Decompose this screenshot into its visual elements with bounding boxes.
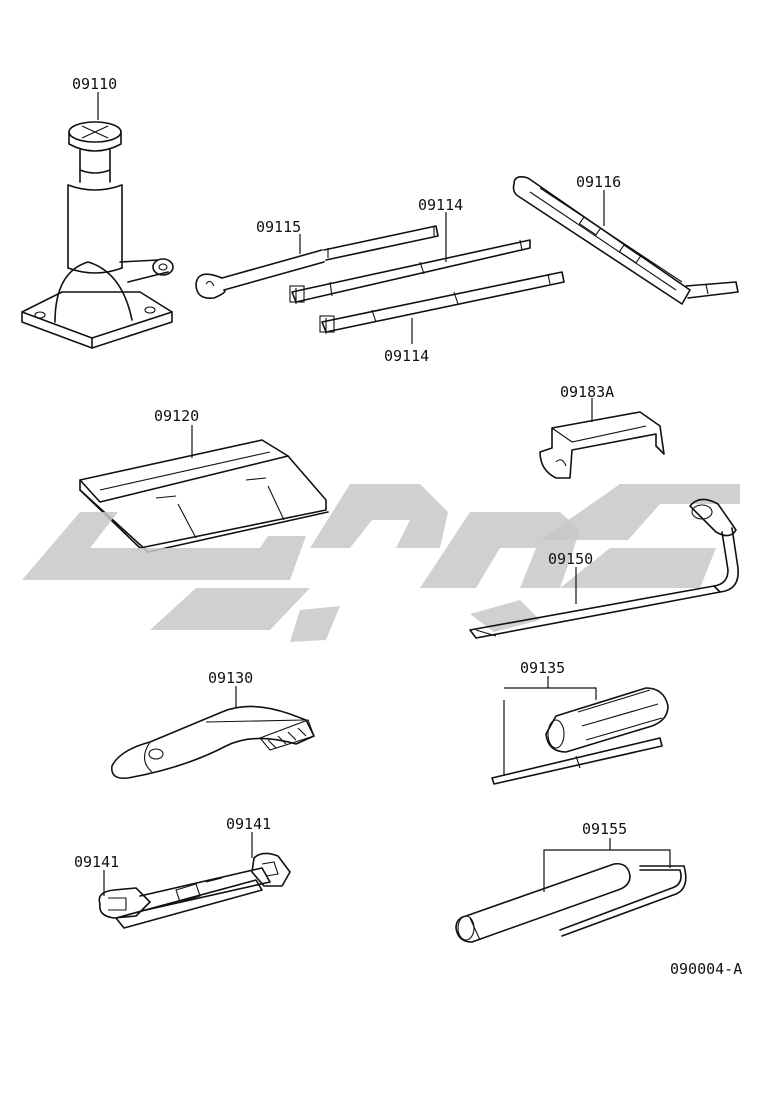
label-screwdriver: 09135 (520, 659, 565, 677)
screwdriver-leader (503, 676, 597, 776)
c-handle-drawing (195, 225, 439, 300)
label-crank: 09116 (576, 173, 621, 191)
label-plug-wrench: 09155 (582, 820, 627, 838)
label-handle-c: 09115 (256, 218, 301, 236)
label-hook: 09183A (560, 383, 614, 401)
diagram-code: 090004-A (670, 960, 742, 978)
label-jack: 09110 (72, 75, 117, 93)
tool-bag-drawing (79, 439, 329, 553)
label-tool-bag: 09120 (154, 407, 199, 425)
wheel-wrench-drawing (469, 498, 739, 639)
plug-wrench-leader (543, 838, 671, 892)
pliers-drawing (111, 705, 315, 780)
wrench-right-drawing (115, 852, 291, 929)
plug-wrench-drawing (455, 862, 687, 943)
watermark-logo (22, 484, 740, 642)
label-rod-bottom: 09114 (384, 347, 429, 365)
screwdriver-drawing (491, 687, 669, 785)
label-rod-top: 09114 (418, 196, 463, 214)
crank-drawing (512, 176, 739, 305)
hook-drawing (539, 411, 665, 479)
label-pliers: 09130 (208, 669, 253, 687)
label-wheel-wrench: 09150 (548, 550, 593, 568)
label-wrench-left: 09141 (74, 853, 119, 871)
wrench-left-drawing (98, 867, 271, 919)
handle-rods-drawing (289, 239, 565, 334)
label-wrench-right: 09141 (226, 815, 271, 833)
jack-drawing (21, 121, 174, 349)
